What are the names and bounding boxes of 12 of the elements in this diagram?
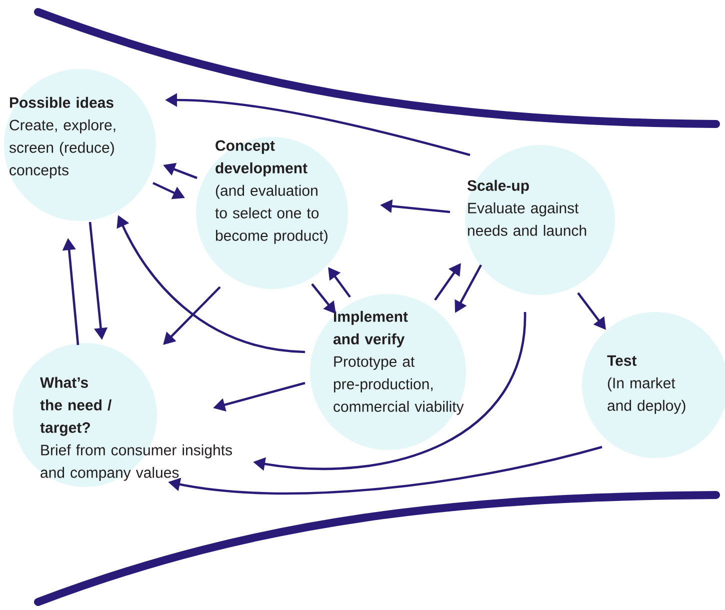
stage-description: Create, explore, screen (reduce) concepts	[9, 119, 116, 178]
stage-description: (In market and deploy)	[608, 377, 686, 414]
stage-description: Prototype at pre-production, commercial viability	[334, 356, 464, 415]
stage-heading: Concept development	[216, 140, 308, 176]
stage-description: Brief from consumer insights and company values	[40, 444, 232, 481]
stage-heading: Test	[607, 355, 637, 366]
stage-description: Evaluate against needs and launch	[468, 202, 586, 236]
stage-description: (and evaluation to select one to become product)	[215, 184, 328, 244]
stage-heading: Scale-up	[467, 180, 529, 194]
stage-heading: Implement and verify	[333, 310, 408, 348]
stage-heading: Possible ideas	[10, 96, 114, 108]
stage-heading: What’s the need / target?	[40, 376, 112, 436]
